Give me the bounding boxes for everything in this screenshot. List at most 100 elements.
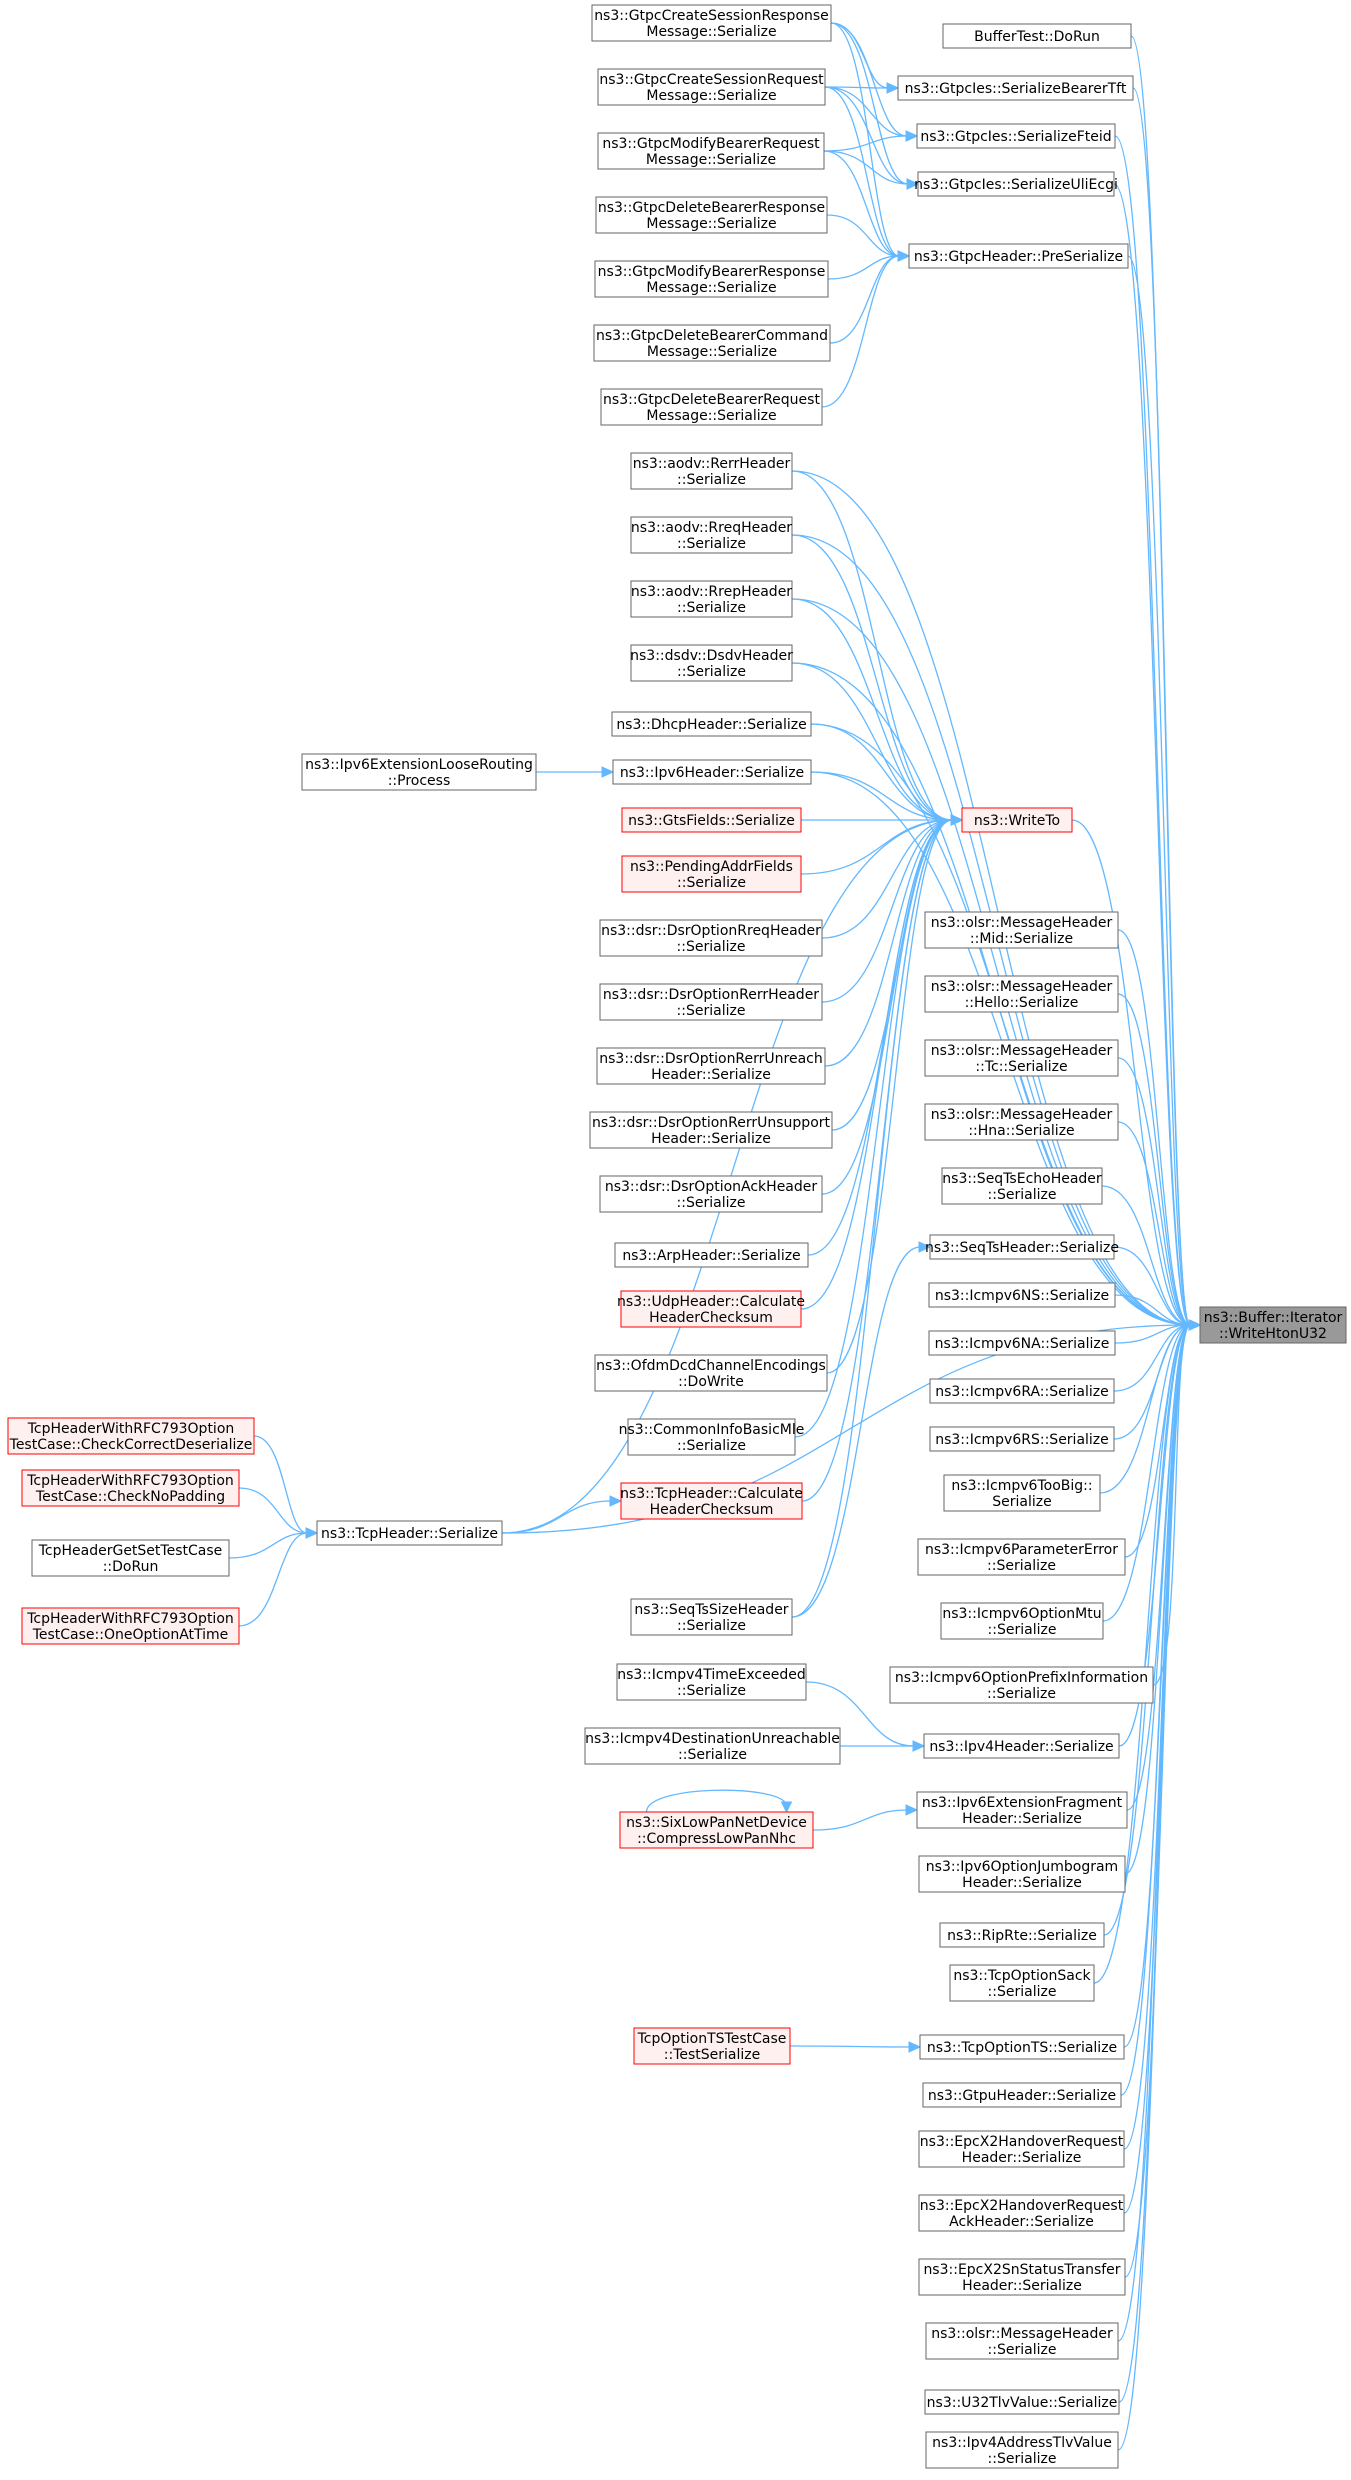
node-tccd[interactable]: TcpHeaderWithRFC793OptionTestCase::Check… [7,1417,255,1455]
edge-tcptstc-to-tcpts [789,2045,911,2048]
node-label-line: ns3::olsr::MessageHeader [931,2326,1113,2342]
node-dbq[interactable]: ns3::GtpcDeleteBearerRequestMessage::Ser… [600,388,823,426]
node-riprte[interactable]: ns3::RipRte::Serialize [939,1922,1105,1948]
node-box [21,1469,240,1507]
node-rerr[interactable]: ns3::aodv::RerrHeader::Serialize [630,452,793,490]
node-olsrmid[interactable]: ns3::olsr::MessageHeader::Mid::Serialize [924,911,1119,949]
node-seqsize[interactable]: ns3::SeqTsSizeHeader::Serialize [630,1598,793,1636]
node-icmtu[interactable]: ns3::Icmpv6OptionMtu::Serialize [940,1602,1104,1640]
node-label-line: ::Serialize [677,536,746,552]
node-rreq[interactable]: ns3::aodv::RreqHeader::Serialize [630,516,793,554]
node-icra[interactable]: ns3::Icmpv6RA::Serialize [929,1378,1115,1404]
node-x2hoack[interactable]: ns3::EpcX2HandoverRequestAckHeader::Seri… [918,2194,1125,2232]
node-label-line: ns3::Icmpv4TimeExceeded [617,1667,806,1683]
node-bufdorun[interactable]: BufferTest::DoRun [942,23,1132,49]
node-tcnp[interactable]: TcpHeaderWithRFC793OptionTestCase::Check… [21,1469,240,1507]
node-label-line: BufferTest::DoRun [974,29,1100,45]
node-label-line: Message::Serialize [646,280,776,296]
node-ipv6h[interactable]: ns3::Ipv6Header::Serialize [612,759,812,785]
node-arp[interactable]: ns3::ArpHeader::Serialize [614,1242,809,1268]
node-ic4time[interactable]: ns3::Icmpv4TimeExceeded::Serialize [616,1663,807,1701]
node-icrs[interactable]: ns3::Icmpv6RS::Serialize [929,1426,1115,1452]
node-icprefix[interactable]: ns3::Icmpv6OptionPrefixInformation::Seri… [889,1666,1154,1704]
node-csq[interactable]: ns3::GtpcCreateSessionRequestMessage::Se… [597,68,826,106]
node-ofdm[interactable]: ns3::OfdmDcdChannelEncodings::DoWrite [594,1354,828,1392]
node-olsrmsg[interactable]: ns3::olsr::MessageHeader::Serialize [925,2322,1119,2360]
node-mbq[interactable]: ns3::GtpcModifyBearerRequestMessage::Ser… [597,132,825,170]
node-sixlow[interactable]: ns3::SixLowPanNetDevice::CompressLowPanN… [619,1811,814,1849]
node-box [916,1791,1128,1829]
node-dsdv[interactable]: ns3::dsdv::DsdvHeader::Serialize [630,644,793,682]
node-ic4dest[interactable]: ns3::Icmpv4DestinationUnreachable::Seria… [584,1727,841,1765]
node-label-line: ns3::Buffer::Iterator [1204,1310,1343,1326]
node-label-line: ns3::Ipv6ExtensionLooseRouting [305,757,533,773]
node-tcpts[interactable]: ns3::TcpOptionTS::Serialize [919,2034,1125,2060]
node-label-line: ::Serialize [987,1686,1056,1702]
node-cibm[interactable]: ns3::CommonInfoBasicMle::Serialize [619,1418,805,1456]
node-box [918,2130,1125,2168]
node-writeto[interactable]: ns3::WriteTo [961,807,1073,833]
node-dhcp[interactable]: ns3::DhcpHeader::Serialize [611,711,812,737]
node-ictoobig[interactable]: ns3::Icmpv6TooBig::Serialize [943,1474,1101,1512]
node-dbc[interactable]: ns3::GtpcDeleteBearerCommandMessage::Ser… [593,324,831,362]
node-olsrhello[interactable]: ns3::olsr::MessageHeader::Hello::Seriali… [924,975,1119,1013]
node-mbr[interactable]: ns3::GtpcModifyBearerResponseMessage::Se… [594,260,829,298]
node-ipv6frag[interactable]: ns3::Ipv6ExtensionFragmentHeader::Serial… [916,1791,1128,1829]
edge-icra-to-target [1113,1324,1191,1392]
node-ipv6loose[interactable]: ns3::Ipv6ExtensionLooseRouting::Process [301,753,537,791]
node-label-line: ns3::dsr::DsrOptionRerrHeader [603,987,819,1003]
node-box [620,1482,803,1520]
node-dsrack[interactable]: ns3::dsr::DsrOptionAckHeader::Serialize [599,1175,823,1213]
edge-sixlow-to-ipv6frag [812,1809,908,1831]
node-dsrunr[interactable]: ns3::dsr::DsrOptionRerrUnreachHeader::Se… [596,1047,826,1085]
node-seqecho[interactable]: ns3::SeqTsEchoHeader::Serialize [941,1167,1103,1205]
node-toat[interactable]: TcpHeaderWithRFC793OptionTestCase::OneOp… [21,1607,240,1645]
node-ipv4h[interactable]: ns3::Ipv4Header::Serialize [923,1733,1120,1759]
node-icparam[interactable]: ns3::Icmpv6ParameterError::Serialize [917,1538,1126,1576]
node-x2ho[interactable]: ns3::EpcX2HandoverRequestHeader::Seriali… [918,2130,1125,2168]
node-label-line: TestCase::OneOptionAtTime [32,1627,229,1643]
node-gtpu[interactable]: ns3::GtpuHeader::Serialize [922,2082,1122,2108]
node-label-line: ns3::aodv::RreqHeader [631,520,792,536]
edge-dsrreq-to-writeto [821,819,953,939]
node-u32tlv[interactable]: ns3::U32TlvValue::Serialize [924,2389,1120,2415]
node-olsrhna[interactable]: ns3::olsr::MessageHeader::Hna::Serialize [924,1103,1119,1141]
edge-csq-to-preser [824,86,900,257]
node-dsrunsup[interactable]: ns3::dsr::DsrOptionRerrUnsupportHeader::… [589,1111,833,1149]
node-ipv6jumbo[interactable]: ns3::Ipv6OptionJumbogramHeader::Serializ… [918,1855,1126,1893]
node-pend[interactable]: ns3::PendingAddrFields::Serialize [621,855,802,893]
node-tgsr[interactable]: TcpHeaderGetSetTestCase::DoRun [31,1539,230,1577]
edge-mbr-to-preser [827,255,900,280]
edge-dbq-to-preser [821,255,900,408]
node-preser[interactable]: ns3::GtpcHeader::PreSerialize [908,243,1129,269]
node-dbr[interactable]: ns3::GtpcDeleteBearerResponseMessage::Se… [595,196,828,234]
node-suli[interactable]: ns3::GtpcIes::SerializeUliEcgi [914,171,1118,197]
node-olsrtc[interactable]: ns3::olsr::MessageHeader::Tc::Serialize [924,1039,1119,1077]
node-box [925,2322,1119,2360]
node-dsrerr[interactable]: ns3::dsr::DsrOptionRerrHeader::Serialize [599,983,823,1021]
node-box [924,975,1119,1013]
node-dsrreq[interactable]: ns3::dsr::DsrOptionRreqHeader::Serialize [599,919,823,957]
node-label-line: TcpHeaderWithRFC793Option [26,1473,234,1489]
node-csr[interactable]: ns3::GtpcCreateSessionResponseMessage::S… [591,4,832,42]
node-label-line: ::Tc::Serialize [975,1059,1067,1075]
edge-dsdv-to-writeto [791,662,953,821]
node-icna[interactable]: ns3::Icmpv6NA::Serialize [928,1330,1116,1356]
node-label-line: ns3::GtpcDeleteBearerResponse [598,200,825,216]
node-sfteid[interactable]: ns3::GtpcIes::SerializeFteid [916,123,1116,149]
node-tcpsack[interactable]: ns3::TcpOptionSack::Serialize [949,1964,1095,2002]
node-x2sn[interactable]: ns3::EpcX2SnStatusTransferHeader::Serial… [918,2258,1126,2296]
node-gts[interactable]: ns3::GtsFields::Serialize [621,807,802,833]
node-target[interactable]: ns3::Buffer::Iterator::WriteHtonU32 [1199,1306,1347,1344]
node-box [620,1290,802,1328]
node-sbtft[interactable]: ns3::GtpcIes::SerializeBearerTft [897,75,1134,101]
node-ipv4tlv[interactable]: ns3::Ipv4AddressTlvValue::Serialize [925,2431,1119,2469]
edge-arrowhead [601,766,615,778]
node-icns[interactable]: ns3::Icmpv6NS::Serialize [928,1282,1116,1308]
node-tcptstc[interactable]: TcpOptionTSTestCase::TestSerialize [633,2027,791,2065]
node-seqts[interactable]: ns3::SeqTsHeader::Serialize [925,1234,1119,1260]
node-tcph[interactable]: ns3::TcpHeader::Serialize [316,1520,503,1546]
node-rrep[interactable]: ns3::aodv::RrepHeader::Serialize [630,580,793,618]
